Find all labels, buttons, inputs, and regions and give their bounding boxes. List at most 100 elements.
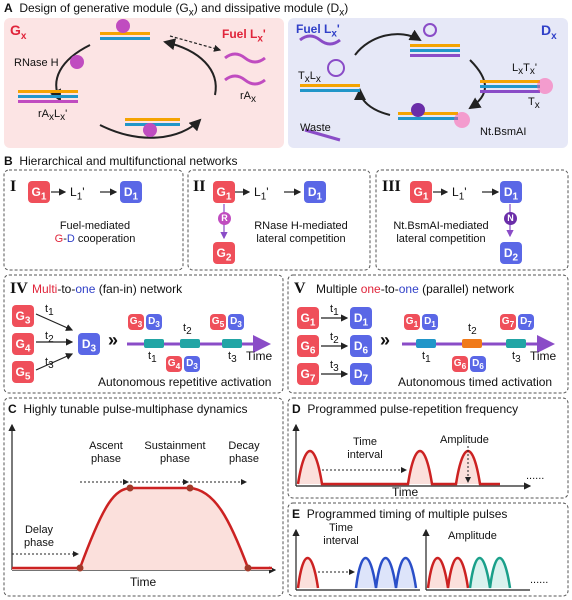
node-g7-v: G7: [297, 363, 319, 385]
fluorescence-glow-1: [537, 78, 553, 94]
title-v: Multiple one-to-one (parallel) network: [316, 282, 515, 296]
t3-label-iv: t3: [45, 356, 54, 372]
fuel-strand-d: [299, 34, 341, 46]
pair-g3: G3: [128, 314, 144, 330]
pair-d6-v: D6: [470, 356, 486, 372]
rnaseh-bottom: [143, 123, 157, 137]
cycle-arrow-right-d: [468, 59, 486, 110]
cycle-arrow-right: [163, 38, 217, 96]
dx-label: Dx: [541, 22, 557, 42]
node-d1-ii: D1: [304, 181, 326, 203]
nicking-badge: N: [504, 212, 517, 225]
pair-g1-v: G1: [404, 314, 420, 330]
txlx-label: TxLx: [298, 70, 321, 86]
cycle-arrow-bottom-d: [354, 88, 391, 116]
hairpin-txlx: [327, 59, 345, 77]
time-t3-iv: t3: [228, 350, 237, 366]
section-d-title: D Programmed pulse-repetition frequency: [292, 402, 519, 416]
pair-g4: G4: [166, 356, 182, 372]
box-c: [3, 397, 284, 597]
t1-label-iv: t1: [45, 303, 54, 319]
ntbsmai-label: Nt.BsmAI: [480, 126, 527, 138]
node-g6-v: G6: [297, 335, 319, 357]
d-time-axis: Time: [392, 485, 419, 499]
node-g1: G1: [28, 181, 50, 203]
pair-d3-a: D3: [146, 314, 162, 330]
pair-g7-v: G7: [500, 314, 516, 330]
time-axis-iv: Time: [246, 349, 273, 363]
time-t1-v: t1: [422, 350, 431, 366]
roman-i: I: [10, 178, 17, 195]
rnaseh-enzyme: [70, 55, 84, 69]
roman-iii: III: [382, 178, 401, 195]
fuel-strand-a: [224, 52, 266, 64]
chevron-v: »: [380, 330, 391, 350]
time-axis-v: Time: [530, 349, 557, 363]
node-d1-iii: D1: [500, 181, 522, 203]
node-g1-v: G1: [297, 307, 319, 329]
time-t2-v: t2: [468, 322, 477, 338]
node-g3: G3: [12, 305, 34, 327]
raxlx-label: rAxLx': [38, 108, 68, 124]
l1-label-ii: L1': [254, 185, 269, 203]
time-t2-iv: t2: [183, 322, 192, 338]
rax-strand: [224, 74, 266, 86]
time-t1-iv: t1: [148, 350, 157, 366]
box-v: [287, 274, 569, 394]
caption-v: Autonomous timed activation: [398, 375, 553, 389]
amplitude-label-d: Amplitude: [440, 434, 489, 446]
l1-label-iii: L1': [452, 185, 467, 203]
pair-d3-b: D3: [184, 356, 200, 372]
node-g4: G4: [12, 333, 34, 355]
node-g5: G5: [12, 361, 34, 383]
node-g2: G2: [213, 242, 235, 264]
section-c-title: C Highly tunable pulse-multiphase dynami…: [8, 402, 248, 416]
pulse-curve-d: [296, 449, 500, 486]
node-d1-v: D1: [350, 307, 372, 329]
box-d: [287, 397, 569, 499]
node-g1-ii: G1: [213, 181, 235, 203]
duplex-top: [100, 32, 150, 40]
fuel-release-arrow: [169, 35, 222, 52]
roman-ii: II: [193, 178, 206, 195]
fluorescence-glow-2: [454, 112, 470, 128]
tx-label: Tx: [528, 96, 540, 112]
roman-iv: IV: [10, 280, 28, 297]
cycle-arrow-top-d: [354, 29, 422, 56]
box-iii: [375, 169, 569, 271]
dots-e: ......: [530, 574, 549, 586]
chevron-iv: »: [108, 330, 119, 350]
hairpin-top: [423, 23, 437, 37]
rnaseh-label: RNase H: [14, 57, 59, 69]
fuel2-label: Fuel Lx': [296, 22, 340, 40]
node-d2: D2: [500, 242, 522, 264]
node-d3: D3: [78, 333, 100, 355]
box-e: [287, 502, 569, 597]
gx-label: Gx: [10, 22, 27, 42]
pair-d1-v: D1: [422, 314, 438, 330]
rax-label: rAx: [240, 90, 256, 106]
l1-label: L1': [70, 185, 85, 203]
dots-d: ......: [526, 470, 545, 482]
section-e-title: E Programmed timing of multiple pulses: [292, 507, 508, 521]
rnaseh-badge: R: [218, 212, 231, 225]
section-b-title: B Hierarchical and multifunctional netwo…: [4, 154, 238, 168]
pair-g6-v: G6: [452, 356, 468, 372]
node-d7-v: D7: [350, 363, 372, 385]
pair-d7-v: D7: [518, 314, 534, 330]
time-t3-v: t3: [512, 350, 521, 366]
amplitude-label-e: Amplitude: [448, 530, 497, 542]
node-d1: D1: [120, 181, 142, 203]
nicking-enzyme: [411, 103, 425, 117]
waste-label: Waste: [300, 122, 331, 134]
